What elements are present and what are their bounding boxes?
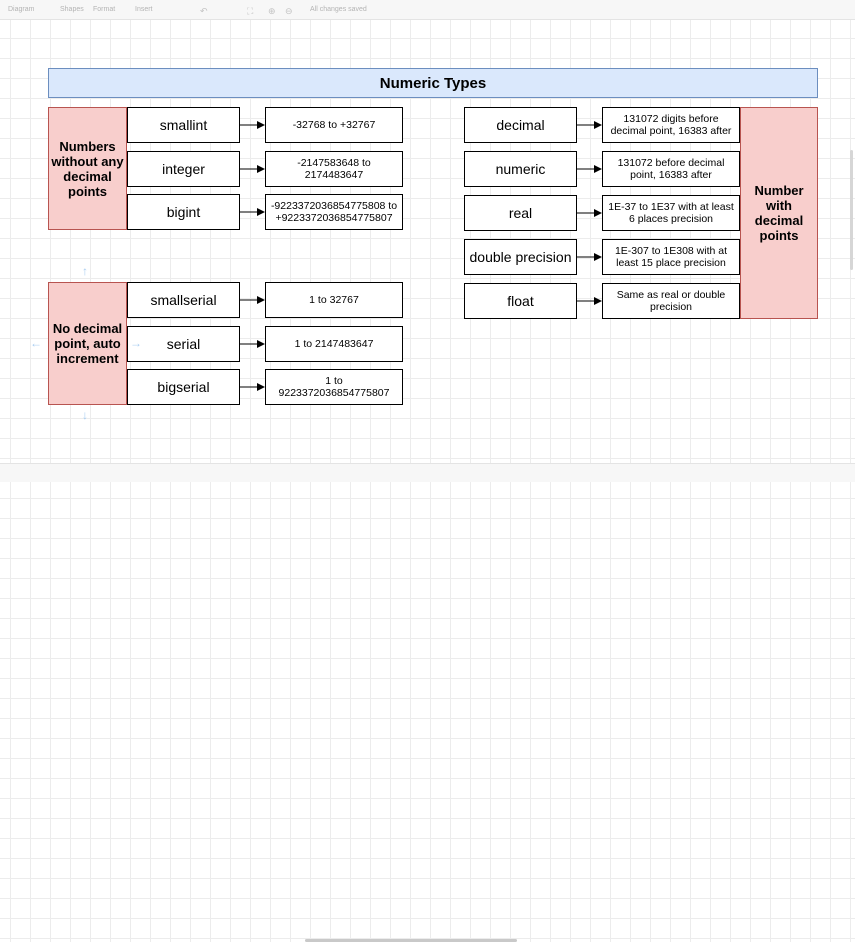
category-decimal-points[interactable]: Number with decimal points bbox=[740, 107, 818, 319]
type-bigint[interactable]: bigint bbox=[127, 194, 240, 230]
category-auto-increment[interactable]: No decimal point, auto increment bbox=[48, 282, 127, 405]
type-double-precision[interactable]: double precision bbox=[464, 239, 577, 275]
type-smallint[interactable]: smallint bbox=[127, 107, 240, 143]
resize-handle-down-icon[interactable]: ↓ bbox=[82, 408, 88, 422]
undo-icon[interactable]: ↶ bbox=[200, 6, 208, 16]
page-tabs-bar bbox=[0, 463, 855, 942]
resize-handle-up-icon[interactable]: ↑ bbox=[82, 264, 88, 278]
type-bigserial[interactable]: bigserial bbox=[127, 369, 240, 405]
category-no-decimal[interactable]: Numbers without any decimal points bbox=[48, 107, 127, 230]
range-real[interactable]: 1E-37 to 1E37 with at least 6 places pre… bbox=[602, 195, 740, 231]
menu-insert[interactable]: Insert bbox=[135, 6, 153, 13]
menu-shapes[interactable]: Shapes bbox=[60, 6, 84, 13]
type-float[interactable]: float bbox=[464, 283, 577, 319]
menu-format[interactable]: Format bbox=[93, 6, 116, 13]
type-numeric[interactable]: numeric bbox=[464, 151, 577, 187]
range-smallserial[interactable]: 1 to 32767 bbox=[265, 282, 403, 318]
type-real[interactable]: real bbox=[464, 195, 577, 231]
resize-handle-left-icon[interactable]: ← bbox=[30, 336, 42, 350]
range-numeric[interactable]: 131072 before decimal point, 16383 after bbox=[602, 151, 740, 187]
range-bigint[interactable]: -9223372036854775808 to +922337203685477… bbox=[265, 194, 403, 230]
type-decimal[interactable]: decimal bbox=[464, 107, 577, 143]
zoom-out-icon[interactable]: ⊖ bbox=[285, 6, 293, 16]
type-serial[interactable]: serial bbox=[127, 326, 240, 362]
save-status: All changes saved bbox=[310, 6, 367, 13]
resize-handle-right-icon[interactable]: → bbox=[130, 336, 142, 350]
type-smallserial[interactable]: smallserial bbox=[127, 282, 240, 318]
range-bigserial[interactable]: 1 to 9223372036854775807 bbox=[265, 369, 403, 405]
menu-diagram[interactable]: Diagram bbox=[8, 6, 35, 13]
zoom-in-icon[interactable]: ⊕ bbox=[268, 6, 276, 16]
diagram-title[interactable]: Numeric Types bbox=[48, 68, 818, 98]
vertical-scrollbar[interactable] bbox=[850, 150, 853, 270]
range-integer[interactable]: -2147583648 to 2174483647 bbox=[265, 151, 403, 187]
connector-arrows bbox=[240, 121, 602, 391]
editor-toolbar: Diagram Shapes Format Insert ↶ ⛶ ⊕ ⊖ All… bbox=[0, 0, 855, 20]
fullscreen-icon[interactable]: ⛶ bbox=[247, 6, 254, 16]
range-decimal[interactable]: 131072 digits before decimal point, 1638… bbox=[602, 107, 740, 143]
range-double-precision[interactable]: 1E-307 to 1E308 with at least 15 place p… bbox=[602, 239, 740, 275]
range-smallint[interactable]: -32768 to +32767 bbox=[265, 107, 403, 143]
range-float[interactable]: Same as real or double precision bbox=[602, 283, 740, 319]
range-serial[interactable]: 1 to 2147483647 bbox=[265, 326, 403, 362]
type-integer[interactable]: integer bbox=[127, 151, 240, 187]
